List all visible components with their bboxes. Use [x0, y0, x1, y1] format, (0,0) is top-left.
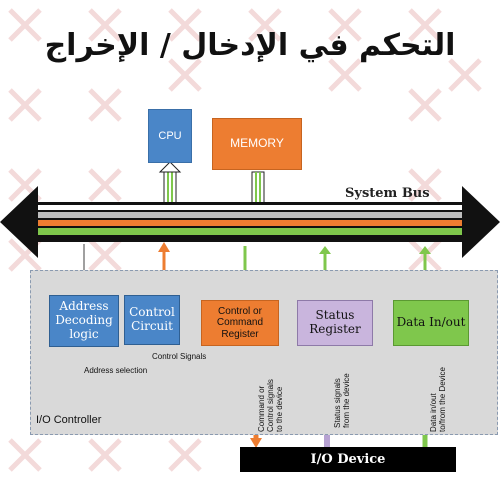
cpu-box: CPU: [148, 109, 192, 163]
system-bus-label: System Bus: [345, 186, 430, 201]
command-signals-vertical-label: Command or Control signals to the device: [257, 379, 284, 432]
address-decoding-box: Address Decoding logic: [49, 295, 119, 347]
memory-box: MEMORY: [212, 118, 302, 170]
io-device-box: I/O Device: [240, 447, 456, 472]
control-circuit-box: Control Circuit: [124, 295, 180, 345]
control-signals-label: Control Signals: [152, 352, 207, 361]
status-signals-vertical-label: Status signals from the device: [333, 373, 351, 428]
io-controller-label: I/O Controller: [36, 414, 102, 426]
page-title: التحكم في الإدخال / الإخراج: [44, 28, 456, 63]
command-register-box: Control or Command Register: [201, 300, 279, 346]
address-selection-label: Address selection: [84, 366, 148, 375]
status-register-box: Status Register: [297, 300, 373, 346]
data-device-vertical-label: Data in/out to/from the Device: [429, 367, 447, 432]
data-inout-box: Data In/out: [393, 300, 469, 346]
cpu-bus-connector: [158, 161, 182, 205]
memory-bus-connector: [251, 171, 265, 205]
system-bus-arrow: [0, 186, 500, 258]
